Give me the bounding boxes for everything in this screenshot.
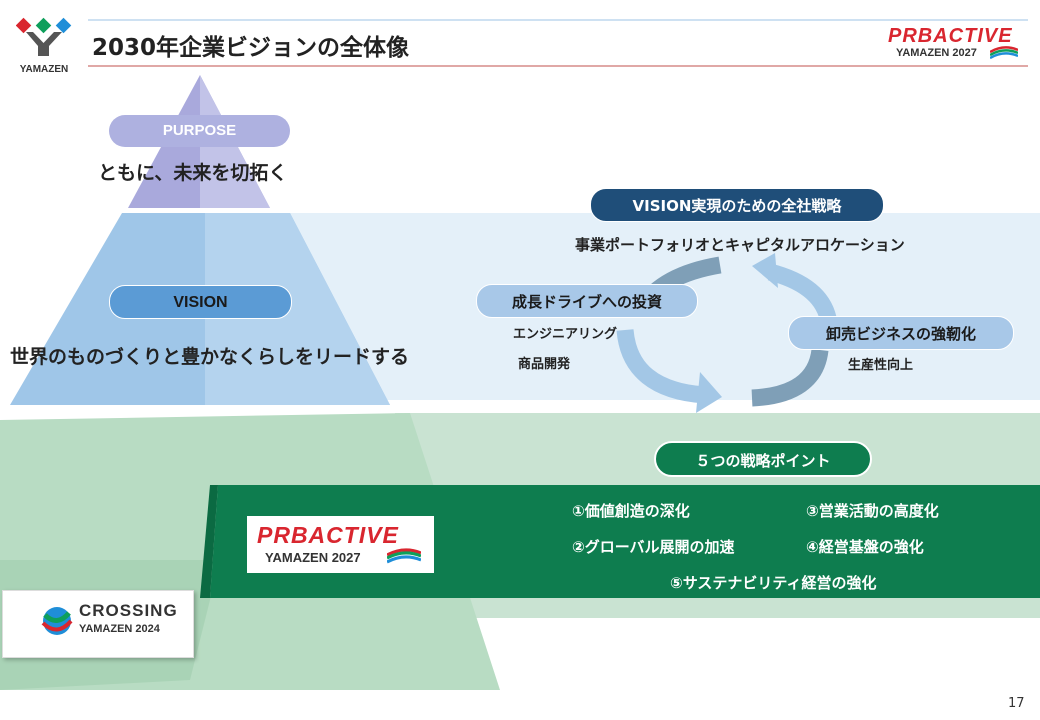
yamazen-logo-text: YAMAZEN: [19, 64, 69, 75]
cycle-arrow-lower-right: [751, 348, 829, 407]
point-4: ④経営基盤の強化: [806, 538, 924, 556]
growth-item-engineering: エンジニアリング: [513, 327, 618, 342]
strategy-top-text: 事業ポートフォリオとキャピタルアロケーション: [575, 236, 905, 254]
cycle-arrow-lower-left: [616, 328, 706, 404]
wholesale-label: 卸売ビジネスの強靭化: [788, 316, 1014, 350]
point-5: ⑤サステナビリティ経営の強化: [670, 574, 877, 592]
point-1: ①価値創造の深化: [572, 502, 690, 520]
pyramid-middle-shade: [205, 213, 390, 405]
page-number: 17: [1008, 696, 1025, 711]
points-title: ５つの戦略ポイント: [654, 441, 872, 477]
purpose-text: ともに、未来を切拓く: [98, 162, 288, 184]
proactive-logo-box: PRBACTIVE YAMAZEN 2027: [247, 516, 434, 573]
vision-text: 世界のものづくりと豊かなくらしをリードする: [10, 346, 410, 368]
cycle-arrow-head-lower: [696, 372, 722, 413]
proactive-header-logo-title: PRBACTIVE: [888, 25, 1013, 47]
proactive-logo-sub: YAMAZEN 2027: [265, 550, 361, 565]
cycle-arrow-upper-right: [767, 263, 837, 321]
strategy-title: VISION実現のための全社戦略: [590, 188, 884, 222]
growth-investment-label: 成長ドライブへの投資: [476, 284, 698, 318]
yamazen-logo: YAMAZEN: [15, 16, 72, 76]
crossing-logo-box: CROSSING YAMAZEN 2024: [2, 590, 194, 658]
growth-item-product-dev: 商品開発: [518, 357, 571, 372]
wave-icon: [990, 46, 1018, 60]
cycle-arrow-head-upper: [752, 253, 778, 288]
proactive-header-logo-sub: YAMAZEN 2027: [896, 47, 977, 59]
page-title: 2030年企業ビジョンの全体像: [92, 35, 410, 61]
vision-label: VISION: [109, 285, 292, 319]
wholesale-item-productivity: 生産性向上: [848, 358, 914, 373]
purpose-label: PURPOSE: [109, 115, 290, 147]
proactive-header-logo: PRBACTIVE YAMAZEN 2027: [888, 26, 1023, 64]
yamazen-logo-icon: [15, 17, 72, 56]
wave-icon: [387, 548, 421, 564]
strategy-banner-edge: [200, 485, 218, 598]
point-3: ③営業活動の高度化: [806, 502, 939, 520]
crossing-logo-title: CROSSING: [79, 601, 178, 620]
point-2: ②グローバル展開の加速: [572, 538, 735, 556]
globe-icon: [41, 607, 73, 635]
crossing-logo-sub: YAMAZEN 2024: [79, 623, 160, 635]
proactive-logo-title: PRBACTIVE: [257, 522, 399, 548]
